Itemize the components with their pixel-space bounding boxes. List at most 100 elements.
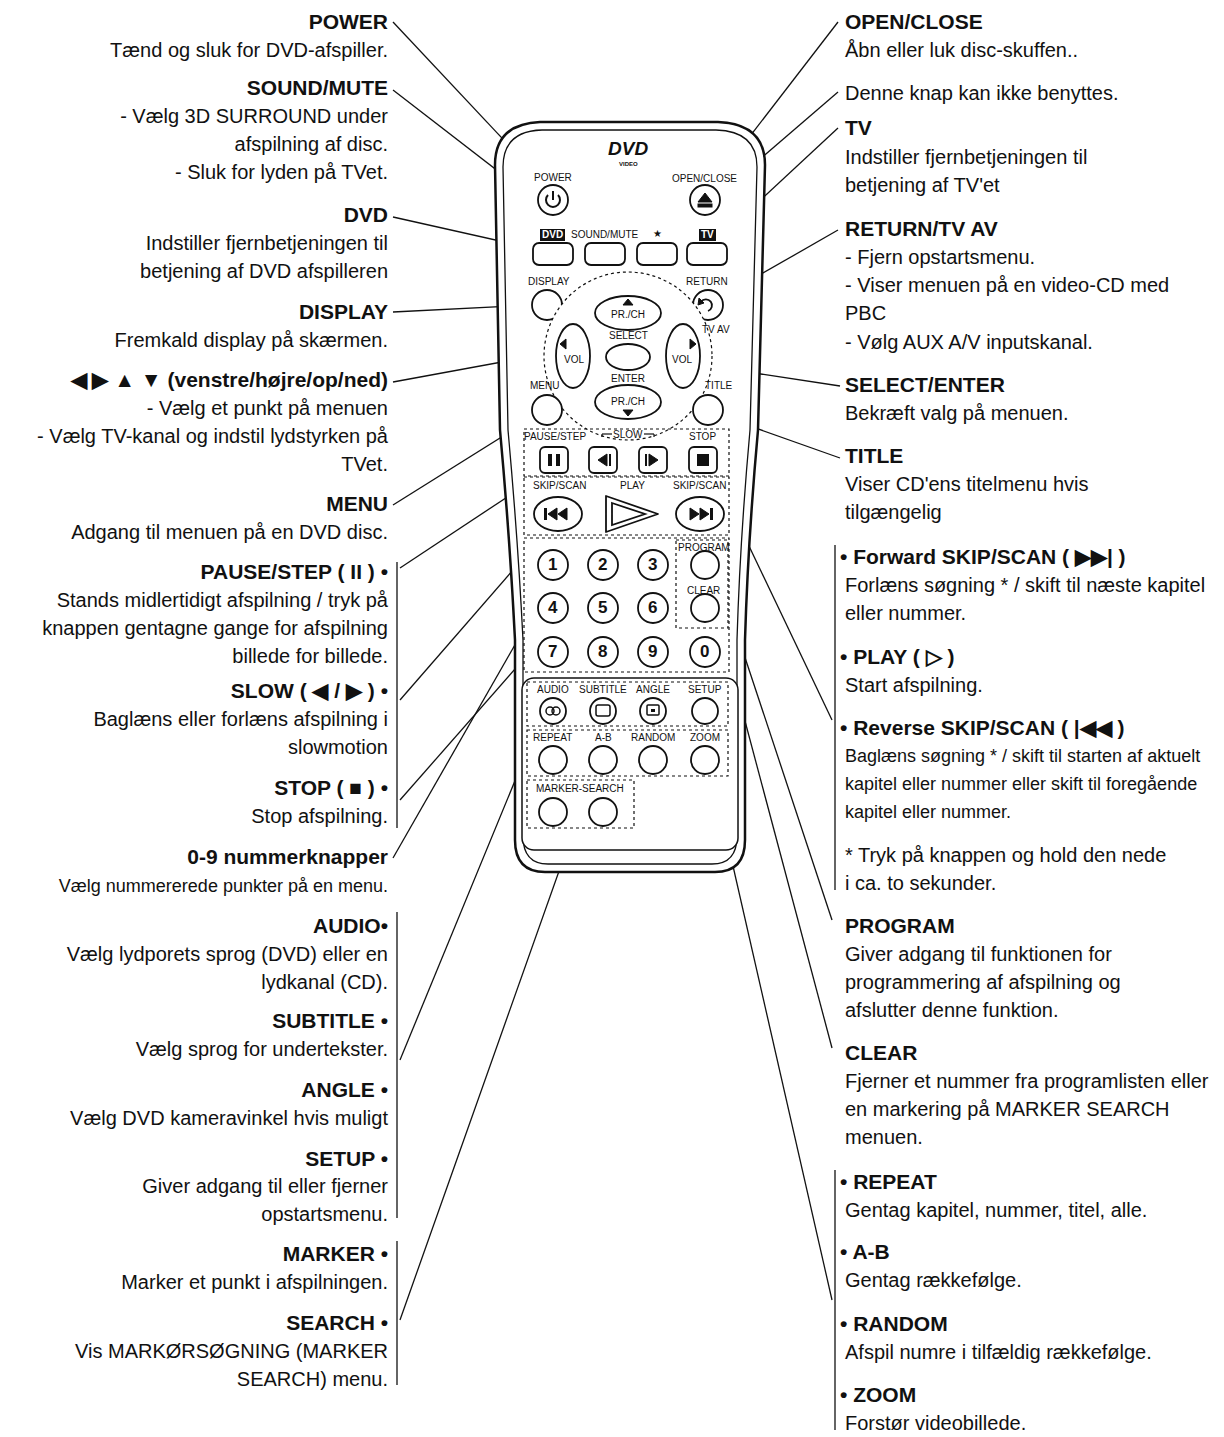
callout-heading: SETUP • xyxy=(8,1145,388,1173)
callout-heading: PAUSE/STEP ( II ) • xyxy=(8,558,388,586)
callout-text: - Fjern opstartsmenu. xyxy=(845,243,1215,271)
button-label: 6 xyxy=(648,598,657,618)
button-label: PR./CH xyxy=(611,309,645,321)
button-label: PLAY xyxy=(620,480,645,492)
button-label: SKIP/SCAN xyxy=(673,480,726,492)
callout-text: Gentag kapitel, nummer, titel, alle. xyxy=(845,1196,1215,1224)
button-label: OPEN/CLOSE xyxy=(672,173,737,185)
callout-text: Gentag rækkefølge. xyxy=(845,1266,1215,1294)
callout-text: Baglæns eller forlæns afspilning i slowm… xyxy=(18,705,388,761)
callout-heading: SOUND/MUTE xyxy=(8,74,388,102)
callout-heading: ◀ ▶ ▲ ▼ (venstre/højre/op/ned) xyxy=(3,366,388,394)
callout-text: Vis MARKØRSØGNING (MARKER SEARCH) menu. xyxy=(13,1337,388,1393)
button-label: VOL xyxy=(564,354,584,366)
button-label: ANGLE xyxy=(636,684,670,696)
button-label: REPEAT xyxy=(533,732,572,744)
callout-text: Fremkald display på skærmen. xyxy=(8,326,388,354)
callout-heading: DVD xyxy=(8,201,388,229)
button-label: SOUND/MUTE xyxy=(571,229,638,241)
button-label: PROGRAM xyxy=(678,542,730,554)
leader-lines xyxy=(393,22,840,1320)
callout-heading: 0-9 nummerknapper xyxy=(8,843,388,871)
callout-text: Denne knap kan ikke benyttes. xyxy=(845,79,1215,107)
callout-heading: PROGRAM xyxy=(845,912,1215,940)
button-label: STOP xyxy=(689,431,716,443)
callout-heading: • PLAY ( ▷ ) xyxy=(840,643,1215,671)
callout-heading: TV xyxy=(845,114,1215,142)
callout-heading: SUBTITLE • xyxy=(8,1007,388,1035)
callout-heading: DISPLAY xyxy=(8,298,388,326)
button-label: VIDEO xyxy=(619,161,638,168)
callout-heading: POWER xyxy=(8,8,388,36)
button-label: 5 xyxy=(598,598,607,618)
button-label: ZOOM xyxy=(690,732,720,744)
callout-text: Baglæns søgning * / skift til starten af… xyxy=(845,742,1219,826)
button-label: VOL xyxy=(672,354,692,366)
callout-heading: ANGLE • xyxy=(8,1076,388,1104)
callout-heading: • ZOOM xyxy=(840,1381,1215,1409)
button-label: 1 xyxy=(548,555,557,575)
callout-text: Vælg sprog for undertekster. xyxy=(8,1035,388,1063)
callout-heading: STOP ( ■ ) • xyxy=(8,774,388,802)
callout-text: Tænd og sluk for DVD-afspiller. xyxy=(8,36,388,64)
callout-text: Bekræft valg på menuen. xyxy=(845,399,1215,427)
callout-heading: MARKER • xyxy=(8,1240,388,1268)
callout-heading: • A-B xyxy=(840,1238,1215,1266)
button-label: POWER xyxy=(534,172,572,184)
callout-text: Vælg DVD kameravinkel hvis muligt xyxy=(8,1104,388,1132)
callout-text: - Vælg 3D SURROUND under afspilning af d… xyxy=(58,102,388,158)
button-label: MARKER-SEARCH xyxy=(536,783,624,795)
button-label: SKIP/SCAN xyxy=(533,480,586,492)
button-label: AUDIO xyxy=(537,684,569,696)
callout-heading: OPEN/CLOSE xyxy=(845,8,1215,36)
callout-text: Indstiller fjernbetjeningen til betjenin… xyxy=(88,229,388,285)
callout-text: Åbn eller luk disc-skuffen.. xyxy=(845,36,1215,64)
callout-heading: • RANDOM xyxy=(840,1310,1215,1338)
callout-heading: • REPEAT xyxy=(840,1168,1215,1196)
callout-heading: RETURN/TV AV xyxy=(845,215,1215,243)
callout-text: - Sluk for lyden på TVet. xyxy=(8,158,388,186)
callout-text: Adgang til menuen på en DVD disc. xyxy=(8,518,388,546)
remote-body xyxy=(495,122,765,872)
button-label: RETURN xyxy=(686,276,728,288)
callout-text: Giver adgang til eller fjerner opstartsm… xyxy=(88,1172,388,1228)
callout-text: Stands midlertidigt afspilning / tryk på… xyxy=(18,586,388,670)
button-label: PR./CH xyxy=(611,396,645,408)
button-label: 7 xyxy=(548,642,557,662)
callout-text: - Viser menuen på en video-CD med PBC xyxy=(845,271,1190,327)
callout-heading: SELECT/ENTER xyxy=(845,371,1215,399)
button-label: 3 xyxy=(648,555,657,575)
button-label: SETUP xyxy=(688,684,721,696)
button-label: MENU xyxy=(530,380,559,392)
callout-text: Viser CD'ens titelmenu hvis tilgængelig xyxy=(845,470,1145,526)
button-label: RANDOM xyxy=(631,732,675,744)
callout-text: Forstør videobillede. xyxy=(845,1409,1215,1437)
callout-text: Start afspilning. xyxy=(845,671,1215,699)
callout-text: Indstiller fjernbetjeningen til betjenin… xyxy=(845,143,1145,199)
callout-text: Vælg nummererede punkter på en menu. xyxy=(8,872,388,900)
buttons xyxy=(522,185,738,850)
callout-text: Marker et punkt i afspilningen. xyxy=(8,1268,388,1296)
button-label: CLEAR xyxy=(687,585,720,597)
button-label: 2 xyxy=(598,555,607,575)
callout-text: Afspil numre i tilfældig rækkefølge. xyxy=(845,1338,1215,1366)
button-label: DISPLAY xyxy=(528,276,570,288)
callout-text: - Vølg AUX A/V inputskanal. xyxy=(845,328,1215,356)
callout-text: Vælg lydporets sprog (DVD) eller en lydk… xyxy=(8,940,388,996)
callout-heading: SLOW ( ◀ / ▶ ) • xyxy=(8,677,388,705)
callout-text: - Vælg et punkt på menuen xyxy=(8,394,388,422)
callout-heading: • Forward SKIP/SCAN ( ▶▶| ) xyxy=(840,543,1215,571)
callout-text: Giver adgang til funktionen for programm… xyxy=(845,940,1145,1024)
button-label: TV AV xyxy=(702,324,730,336)
callout-heading: • Reverse SKIP/SCAN ( |◀◀ ) xyxy=(840,714,1215,742)
button-label: DVD xyxy=(608,139,648,159)
brackets xyxy=(397,545,835,1430)
callout-heading: AUDIO• xyxy=(8,912,388,940)
button-label: SELECT xyxy=(609,330,648,342)
callout-text: * Tryk på knappen og hold den nede i ca.… xyxy=(845,841,1175,897)
button-label: ★ xyxy=(653,228,662,240)
button-label: 4 xyxy=(548,598,557,618)
button-label: DVD xyxy=(540,229,565,241)
button-label: TITLE xyxy=(705,380,732,392)
callout-heading: MENU xyxy=(8,490,388,518)
